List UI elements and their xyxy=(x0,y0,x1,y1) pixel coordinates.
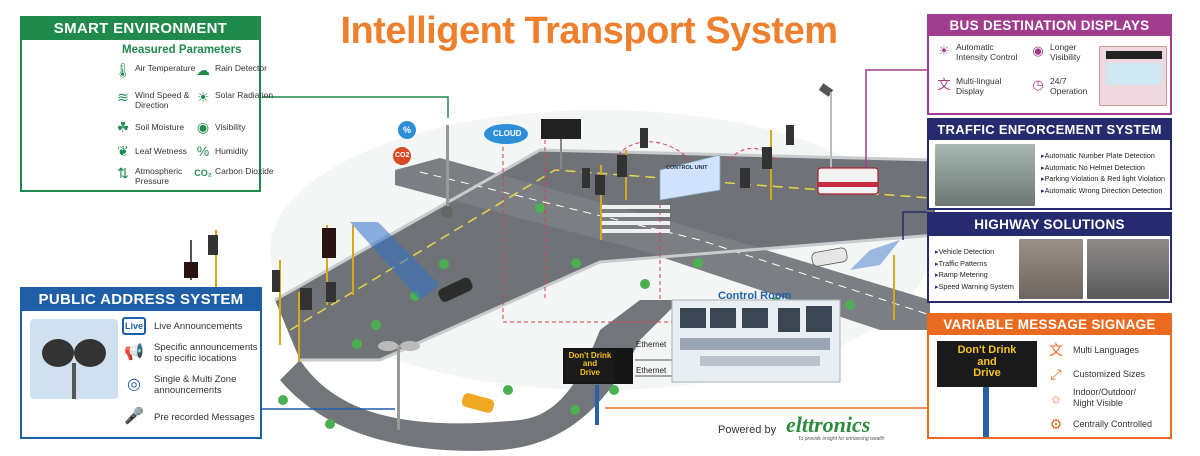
eye-icon: ◉ xyxy=(196,119,210,135)
param-humidity: % Humidity xyxy=(194,142,286,160)
enforcement-camera-image xyxy=(935,144,1035,206)
param-air-temperature: 🌡 Air Temperature xyxy=(114,62,196,78)
speaker-image xyxy=(30,319,118,399)
pa-item-prerecorded: 🎤 Pre recorded Messages xyxy=(122,405,264,429)
highway-solutions-heading: HIGHWAY SOLUTIONS xyxy=(929,214,1170,236)
soil-icon: ☘ xyxy=(116,119,130,135)
lower-road xyxy=(280,300,680,451)
bus-image xyxy=(1099,46,1167,106)
pa-item-specific: 📢 Specific announcements to specific loc… xyxy=(122,341,264,365)
eye-icon: ◉ xyxy=(1032,43,1044,58)
bd-item-visibility: ◉ Longer Visibility xyxy=(1029,42,1099,62)
enforcement-feature: Parking Violation & Red light Violation xyxy=(1041,173,1165,185)
param-visibility: ◉ Visibility xyxy=(194,118,286,136)
clock-24-icon: ◷ xyxy=(1032,77,1044,92)
vms-item-languages: 文 Multi Languages xyxy=(1045,339,1139,361)
ethernet-label-1: Ethernet xyxy=(636,340,667,349)
param-rain-detector: ☁ Rain Detector xyxy=(196,62,267,78)
black-car xyxy=(438,277,473,302)
traffic-enforcement-panel: TRAFFIC ENFORCEMENT SYSTEM Automatic Num… xyxy=(927,118,1172,210)
smart-environment-panel: SMART ENVIRONMENT Measured Parameters 🌡 … xyxy=(20,16,274,192)
env-link-line xyxy=(262,96,449,118)
humidity-icon: % xyxy=(196,143,210,159)
cloud-label: CLOUD xyxy=(493,129,522,138)
highway-image-left xyxy=(1019,239,1083,299)
announcer-icon: 📢 xyxy=(124,344,144,361)
measured-parameters-subheading: Measured Parameters xyxy=(122,44,242,56)
enforcement-feature: Automatic No Helmet Detection xyxy=(1041,162,1165,174)
public-address-panel: PUBLIC ADDRESS SYSTEM Live Live Announce… xyxy=(20,287,262,439)
brand-logo: elttronics xyxy=(786,412,871,437)
pa-item-live: Live Live Announcements xyxy=(122,317,264,335)
powered-by-label: Powered by xyxy=(718,424,777,436)
bd-item-operation: ◷ 24/7 Operation xyxy=(1029,76,1099,96)
page-title: Intelligent Transport System xyxy=(340,10,839,52)
rain-cloud-icon: ☁ xyxy=(196,62,210,78)
vms-item-central: ⚙ Centrally Controlled xyxy=(1045,413,1152,435)
enforcement-feature-list: Automatic Number Plate Detection Automat… xyxy=(1041,150,1165,196)
language-icon: 文 xyxy=(1049,342,1063,358)
thermometer-icon: 🌡 xyxy=(114,62,132,78)
leaf-icon: ❦ xyxy=(117,143,129,159)
highway-link-line xyxy=(902,211,927,240)
bus-destination-heading: BUS DESTINATION DISPLAYS xyxy=(929,16,1170,36)
public-address-heading: PUBLIC ADDRESS SYSTEM xyxy=(22,289,260,311)
traffic-enforcement-heading: TRAFFIC ENFORCEMENT SYSTEM xyxy=(929,120,1170,140)
main-road xyxy=(275,150,935,360)
param-solar-radiation: ☀ Solar Radiation xyxy=(194,88,286,106)
live-tv-icon: Live xyxy=(122,317,146,335)
smart-environment-heading: SMART ENVIRONMENT xyxy=(22,18,259,40)
highway-feature-list: Vehicle Detection Traffic Patterns Ramp … xyxy=(935,246,1014,292)
road-vms-sign: Don't Drink and Drive xyxy=(565,350,615,382)
white-car xyxy=(811,247,848,267)
highway-feature: Ramp Metering xyxy=(935,269,1014,281)
language-icon: 文 xyxy=(937,77,951,92)
control-unit-label: CONTROL UNIT xyxy=(666,165,708,171)
highway-feature: Speed Warning System xyxy=(935,281,1014,293)
ethernet-label-2: Ethernet xyxy=(636,366,667,375)
humidity-badge: % xyxy=(403,125,412,135)
brand-tagline: To provide insight for enhancing wealth xyxy=(798,436,885,442)
pa-item-zones: ◎ Single & Multi Zone announcements xyxy=(122,373,264,397)
pressure-icon: ⇅ xyxy=(117,165,129,181)
param-wind-speed: ≋ Wind Speed & Direction xyxy=(114,88,206,110)
highway-image-right xyxy=(1087,239,1169,299)
bus xyxy=(817,167,879,195)
cross-road xyxy=(395,158,930,330)
vms-sign-pole xyxy=(983,387,989,437)
control-icon: ⚙ xyxy=(1049,416,1063,432)
highway-feature: Vehicle Detection xyxy=(935,246,1014,258)
vms-sign: Don't Drink and Drive xyxy=(937,341,1037,387)
zone-icon: ◎ xyxy=(127,376,141,393)
brightness-icon: ☀ xyxy=(938,43,950,58)
sun-icon: ☀ xyxy=(196,89,210,105)
param-soil-moisture: ☘ Soil Moisture xyxy=(114,118,206,136)
bus-destination-panel: BUS DESTINATION DISPLAYS ☀ Automatic Int… xyxy=(927,14,1172,115)
co2-badge: CO2 xyxy=(395,152,410,159)
highway-feature: Traffic Patterns xyxy=(935,258,1014,270)
highway-solutions-panel: HIGHWAY SOLUTIONS Vehicle Detection Traf… xyxy=(927,212,1172,303)
yellow-car xyxy=(461,393,495,413)
bd-item-multilingual: 文 Multi-lingual Display xyxy=(935,76,1027,96)
variable-message-signage-panel: VARIABLE MESSAGE SIGNAGE Don't Drink and… xyxy=(927,313,1172,439)
microphone-icon: 🎤 xyxy=(124,408,144,425)
resize-icon: ⤢ xyxy=(1050,366,1062,382)
bus-link-line xyxy=(865,69,927,168)
vms-item-visibility: ☼ Indoor/Outdoor/ Night Visible xyxy=(1045,387,1165,409)
enforcement-feature: Automatic Number Plate Detection xyxy=(1041,150,1165,162)
vms-heading: VARIABLE MESSAGE SIGNAGE xyxy=(929,315,1170,335)
bd-item-intensity: ☀ Automatic Intensity Control xyxy=(935,42,1027,62)
co2-icon: CO₂ xyxy=(194,168,212,178)
control-room-label: Control Room xyxy=(718,290,792,302)
param-leaf-wetness: ❦ Leaf Wetness xyxy=(114,142,206,160)
vms-item-sizes: ⤢ Customized Sizes xyxy=(1045,363,1145,385)
day-night-icon: ☼ xyxy=(1049,390,1063,406)
wind-icon: ≋ xyxy=(117,89,129,105)
param-atmospheric-pressure: ⇅ Atmospheric Pressure xyxy=(114,164,206,186)
enforcement-feature: Automatic Wrong Direction Detection xyxy=(1041,185,1165,197)
param-carbon-dioxide: CO₂ Carbon Dioxide xyxy=(194,164,286,182)
